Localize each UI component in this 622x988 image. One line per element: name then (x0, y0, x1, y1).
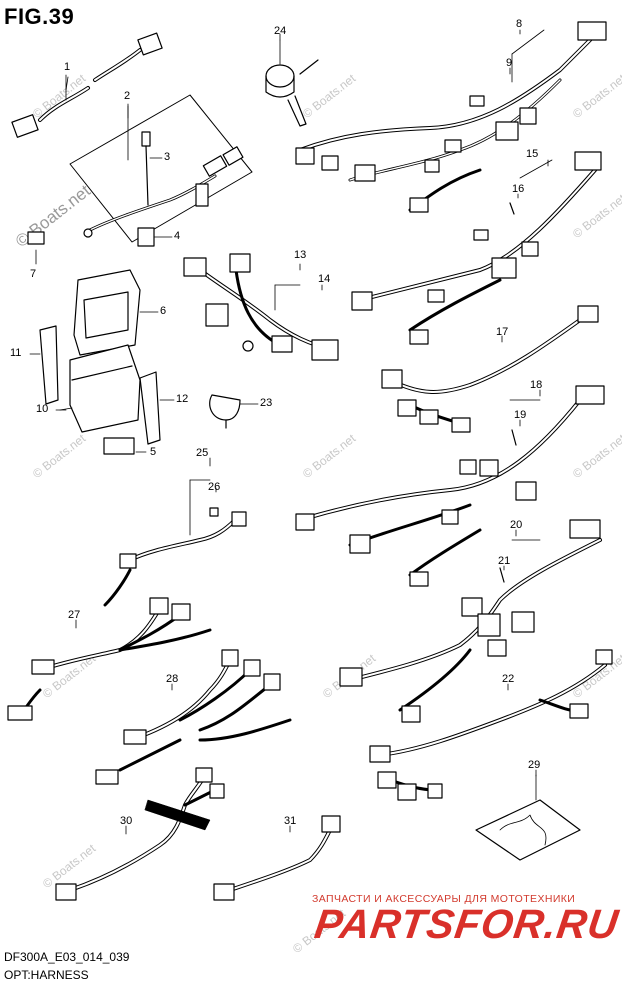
callout-25: 25 (196, 447, 209, 459)
part-29-bag (475, 774, 581, 861)
promo-brand-logo: PARTSFOR.RU (311, 901, 622, 947)
callout-11: 11 (10, 347, 22, 359)
leader-lines (29, 29, 549, 835)
part-20-harness (339, 519, 602, 723)
part-22-harness (369, 649, 613, 801)
callout-14: 14 (318, 273, 331, 285)
part-8-harness (295, 21, 607, 213)
callout-4: 4 (174, 230, 181, 242)
callout-6: 6 (160, 305, 167, 317)
callout-12: 12 (176, 393, 189, 405)
callout-2: 2 (124, 90, 131, 102)
callout-9: 9 (506, 57, 513, 69)
callout-1: 1 (64, 61, 71, 73)
callout-24: 24 (274, 25, 287, 37)
callout-20: 20 (510, 519, 523, 531)
part-13-harness (183, 253, 339, 361)
callout-28: 28 (166, 673, 179, 685)
callout-10: 10 (36, 403, 49, 415)
callout-26: 26 (208, 481, 221, 493)
callout-23: 23 (260, 397, 273, 409)
part-31-lead (213, 815, 341, 901)
part-30-harness (55, 767, 225, 901)
callout-8: 8 (516, 18, 523, 30)
part-17-harness (381, 305, 599, 433)
part-1-lead (11, 32, 163, 138)
callout-19: 19 (514, 409, 527, 421)
part-28-harness (95, 649, 292, 785)
callout-5: 5 (150, 446, 157, 458)
callout-29: 29 (528, 759, 541, 771)
callout-30: 30 (120, 815, 133, 827)
callout-22: 22 (502, 673, 515, 685)
figure-name: OPT:HARNESS (4, 968, 89, 982)
callout-27: 27 (68, 609, 81, 621)
part-15-harness (351, 151, 602, 345)
part-2-kit (69, 94, 253, 247)
part-23 (209, 394, 259, 429)
callout-7: 7 (30, 268, 37, 280)
callout-15: 15 (526, 148, 539, 160)
part-18-harness (295, 385, 605, 587)
callout-16: 16 (512, 183, 525, 195)
callout-17: 17 (496, 326, 509, 338)
callout-31: 31 (284, 815, 297, 827)
figure-code: DF300A_E03_014_039 (4, 950, 130, 964)
part-24 (265, 39, 319, 127)
callout-13: 13 (294, 249, 307, 261)
ecu-assembly (27, 231, 161, 455)
promo-tagline: ЗАПЧАСТИ И АКСЕССУАРЫ ДЛЯ МОТОТЕХНИКИ (312, 893, 576, 905)
figure-title: FIG.39 (4, 4, 75, 29)
callout-3: 3 (164, 151, 171, 163)
callout-21: 21 (498, 555, 511, 567)
callout-18: 18 (530, 379, 543, 391)
part-25-lead (103, 479, 247, 607)
part-27-harness (7, 597, 212, 721)
